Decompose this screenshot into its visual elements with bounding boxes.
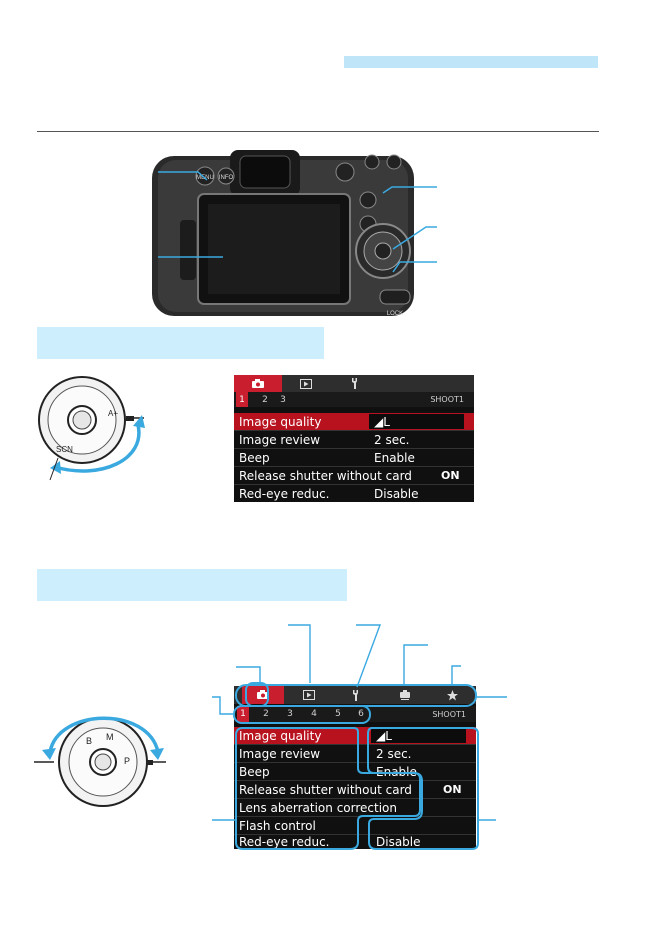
menu-row-label: Release shutter without card xyxy=(239,782,412,797)
mode-dial-1: SCN A+ xyxy=(38,376,145,481)
subtab-1[interactable]: 1 xyxy=(236,392,248,407)
section-bar-1 xyxy=(37,327,324,359)
menu-row-value: Enable xyxy=(376,764,417,779)
menu-row-label: Red-eye reduc. xyxy=(239,834,330,849)
svg-text:LOCK: LOCK xyxy=(387,311,403,317)
menu-row-label: Beep xyxy=(239,450,270,465)
menu-row-label: Red-eye reduc. xyxy=(239,486,330,501)
menu-row-label: Image review xyxy=(239,432,321,447)
menu-row-image-review[interactable]: Image review 2 sec. xyxy=(234,431,474,448)
camera-icon xyxy=(257,690,269,699)
subtab-1[interactable]: 1 xyxy=(237,706,249,722)
menu-row-value: 2 sec. xyxy=(376,746,412,761)
shooting-menu-2: 1 2 3 4 5 6 SHOOT1 Image quality ◢L Imag… xyxy=(234,686,476,849)
menu-row-release-shutter[interactable]: Release shutter without card ON xyxy=(234,467,474,484)
shooting-menu-1: 1 2 3 SHOOT1 Image quality ◢L Image revi… xyxy=(234,375,474,502)
menu-row-value: ◢L xyxy=(374,414,390,429)
tab-playback[interactable] xyxy=(282,375,330,392)
menu-row-label: Image quality xyxy=(239,728,322,743)
custom-function-icon xyxy=(400,689,410,700)
menu-row-value: Disable xyxy=(376,834,421,849)
subtab-5[interactable]: 5 xyxy=(335,709,341,719)
header-rule xyxy=(37,131,599,132)
tab-shooting[interactable] xyxy=(234,375,282,392)
svg-text:INFO: INFO xyxy=(219,175,234,181)
menu-row-value: 2 sec. xyxy=(374,432,410,447)
dial2-m-label: M xyxy=(106,732,114,742)
subtab-2[interactable]: 2 xyxy=(263,709,269,719)
menu-row-label: Lens aberration correction xyxy=(239,800,397,815)
subtab-2[interactable]: 2 xyxy=(262,394,268,405)
dial2-p-label: P xyxy=(124,756,130,766)
dial1-scn-label: SCN xyxy=(56,445,73,454)
mode-dial-2: P M B xyxy=(34,716,166,807)
tab-playback[interactable] xyxy=(286,686,332,704)
menu-row-image-quality[interactable]: Image quality ◢L xyxy=(234,413,474,430)
menu-row-image-review[interactable]: Image review 2 sec. xyxy=(234,745,476,762)
menu-row-red-eye[interactable]: Red-eye reduc. Disable xyxy=(234,834,476,849)
tab-my-menu[interactable] xyxy=(430,686,474,704)
menu-row-label: Flash control xyxy=(239,818,316,833)
menu1-tab-bar xyxy=(234,375,474,392)
menu-row-lens-aberration[interactable]: Lens aberration correction xyxy=(234,799,476,816)
tab-setup[interactable] xyxy=(330,375,378,392)
star-icon xyxy=(446,689,458,700)
menu-row-beep[interactable]: Beep Enable xyxy=(234,763,476,780)
play-icon xyxy=(300,378,312,389)
menu2-tab-bar xyxy=(234,686,476,704)
menu1-subtab-bar: 1 2 3 SHOOT1 xyxy=(234,392,474,407)
camera-icon xyxy=(252,378,264,388)
section-bar-2 xyxy=(37,569,347,601)
menu-row-red-eye[interactable]: Red-eye reduc. Disable xyxy=(234,485,474,502)
play-icon xyxy=(303,690,315,700)
dial2-b-label: B xyxy=(86,736,92,746)
menu-row-value: Disable xyxy=(374,486,419,501)
menu-row-release-shutter[interactable]: Release shutter without card ON xyxy=(234,781,476,798)
menu-row-value: ON xyxy=(443,783,462,796)
camera-back-illustration: MENU INFO LOCK xyxy=(152,150,414,317)
menu-row-flash-control[interactable]: Flash control xyxy=(234,817,476,834)
subtab-3[interactable]: 3 xyxy=(280,394,286,405)
menu-row-value: ◢L xyxy=(376,728,392,743)
menu-row-value: Enable xyxy=(374,450,415,465)
subtab-3[interactable]: 3 xyxy=(287,709,293,719)
menu-row-label: Image quality xyxy=(239,414,322,429)
tab-custom-functions[interactable] xyxy=(382,686,428,704)
header-highlight-bar xyxy=(344,56,598,68)
wrench-icon xyxy=(352,378,357,389)
menu-row-label: Image review xyxy=(239,746,321,761)
menu-row-value: ON xyxy=(441,469,460,482)
menu-row-label: Beep xyxy=(239,764,270,779)
menu-page-label: SHOOT1 xyxy=(432,709,466,719)
subtab-4[interactable]: 4 xyxy=(311,709,317,719)
dial1-auto-label: A+ xyxy=(108,409,118,418)
menu-row-image-quality[interactable]: Image quality ◢L xyxy=(234,727,476,744)
menu2-subtab-bar: 1 2 3 4 5 6 SHOOT1 xyxy=(234,706,476,722)
menu-row-beep[interactable]: Beep Enable xyxy=(234,449,474,466)
wrench-icon xyxy=(353,689,358,701)
menu-page-label: SHOOT1 xyxy=(430,395,464,404)
subtab-6[interactable]: 6 xyxy=(358,709,364,719)
tab-setup[interactable] xyxy=(332,686,378,704)
tab-shooting[interactable] xyxy=(242,686,284,704)
menu-row-label: Release shutter without card xyxy=(239,468,412,483)
